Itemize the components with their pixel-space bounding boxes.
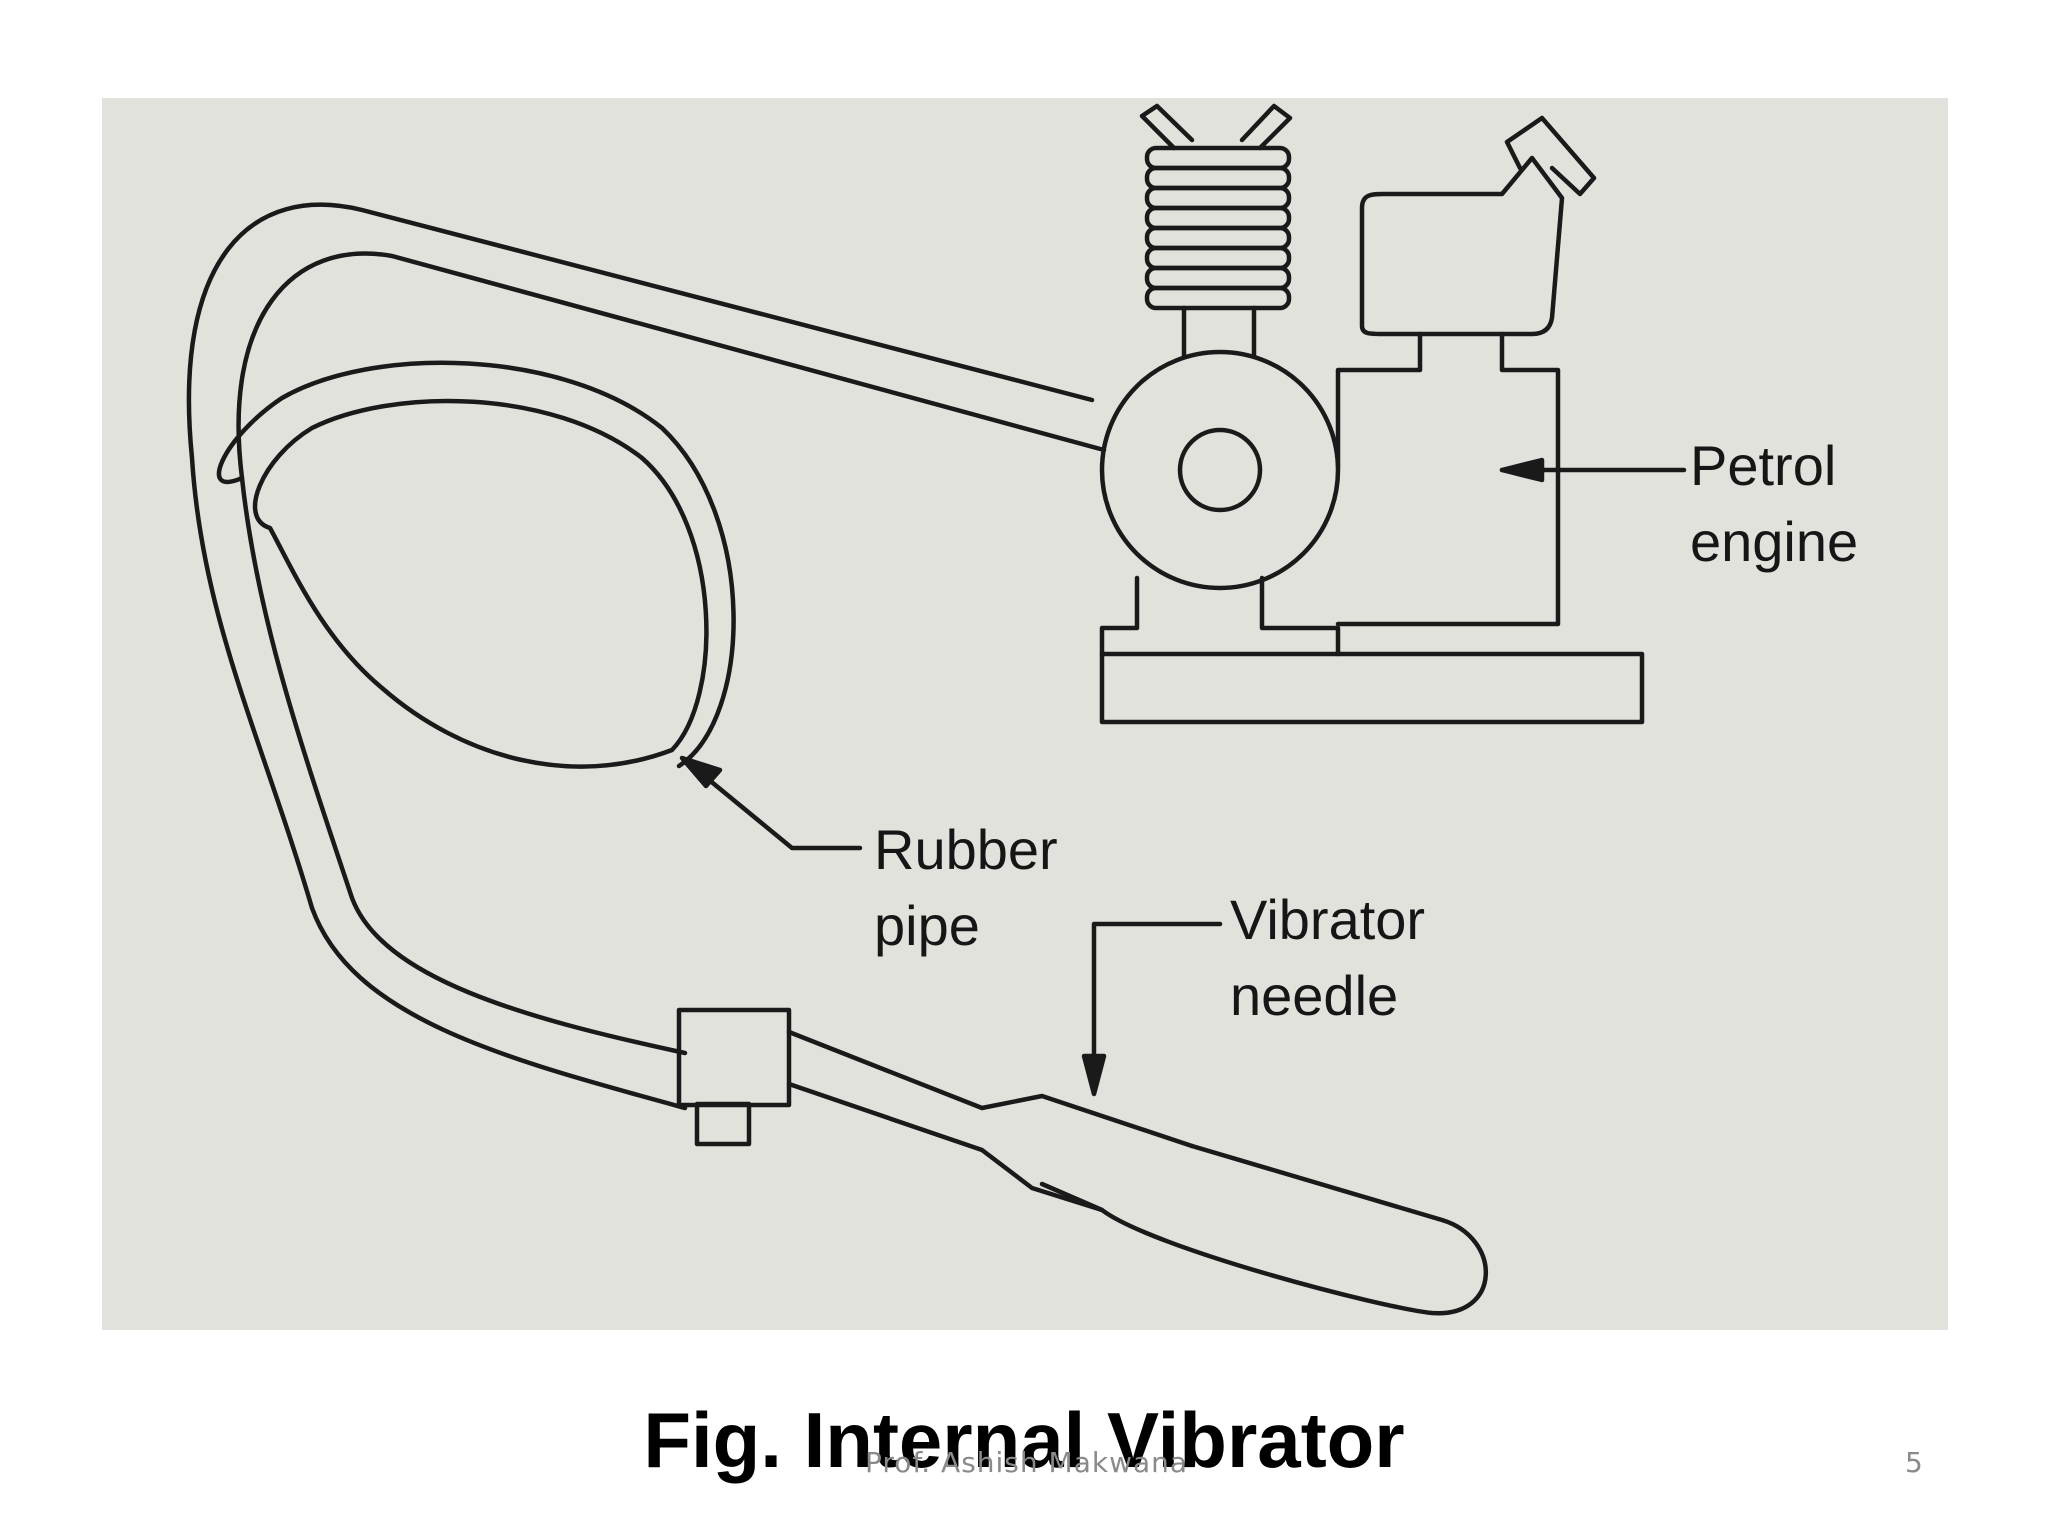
- rubber-pipe-leader: [694, 767, 863, 851]
- petrol-engine-arrowhead: [1499, 457, 1545, 483]
- label-vibrator-needle-line1: Vibrator: [1230, 888, 1426, 951]
- rubber-pipe-inner: [236, 251, 1107, 1056]
- rubber-pipe-arrowhead: [679, 755, 723, 789]
- label-rubber-pipe-line2: pipe: [874, 894, 980, 957]
- internal-vibrator-diagram: [186, 103, 1687, 1316]
- rubber-pipe-outer: [186, 202, 1095, 1111]
- label-vibrator-needle: Vibrator needle: [1230, 882, 1425, 1034]
- engine-base-plate: [1099, 651, 1645, 725]
- spark-plug-left: [1139, 103, 1195, 151]
- label-petrol-engine: Petrol engine: [1690, 428, 1858, 580]
- footer-author: Prof. Ashish Makwana: [865, 1446, 1189, 1479]
- fuel-cap: [1504, 115, 1597, 197]
- figure-caption: Fig. Internal Vibrator: [643, 1396, 1405, 1484]
- engine-flywheel-hub: [1177, 427, 1263, 513]
- rubber-pipe-loop-inner: [252, 398, 709, 769]
- vibrator-needle-arrowhead: [1081, 1053, 1107, 1097]
- spark-plug-right: [1239, 103, 1293, 151]
- engine-cylinder-neck: [1181, 305, 1257, 359]
- engine-feet: [1099, 575, 1341, 657]
- label-petrol-engine-line2: engine: [1690, 510, 1859, 573]
- pipe-to-needle-top: [786, 1029, 1195, 1149]
- label-rubber-pipe: Rubber pipe: [874, 812, 1058, 964]
- coupling-stub: [694, 1101, 752, 1147]
- page-number: 5: [1905, 1446, 1923, 1479]
- vibrator-needle-body: [1039, 1143, 1489, 1316]
- pipe-to-needle-bottom: [786, 1081, 1105, 1213]
- coupling-block: [676, 1007, 792, 1108]
- engine-cooling-fins: [1144, 145, 1292, 311]
- label-petrol-engine-line1: Petrol: [1690, 434, 1837, 497]
- engine-body: [1335, 331, 1561, 627]
- fuel-tank: [1359, 155, 1565, 337]
- label-vibrator-needle-line2: needle: [1230, 964, 1399, 1027]
- engine-flywheel: [1099, 349, 1341, 591]
- vibrator-needle-leader: [1091, 921, 1223, 1091]
- internal-vibrator-figure: Petrol engine Rubber pipe Vibrator needl…: [102, 98, 1948, 1330]
- rubber-pipe-loop-outer: [216, 360, 736, 769]
- label-rubber-pipe-line1: Rubber: [874, 818, 1058, 881]
